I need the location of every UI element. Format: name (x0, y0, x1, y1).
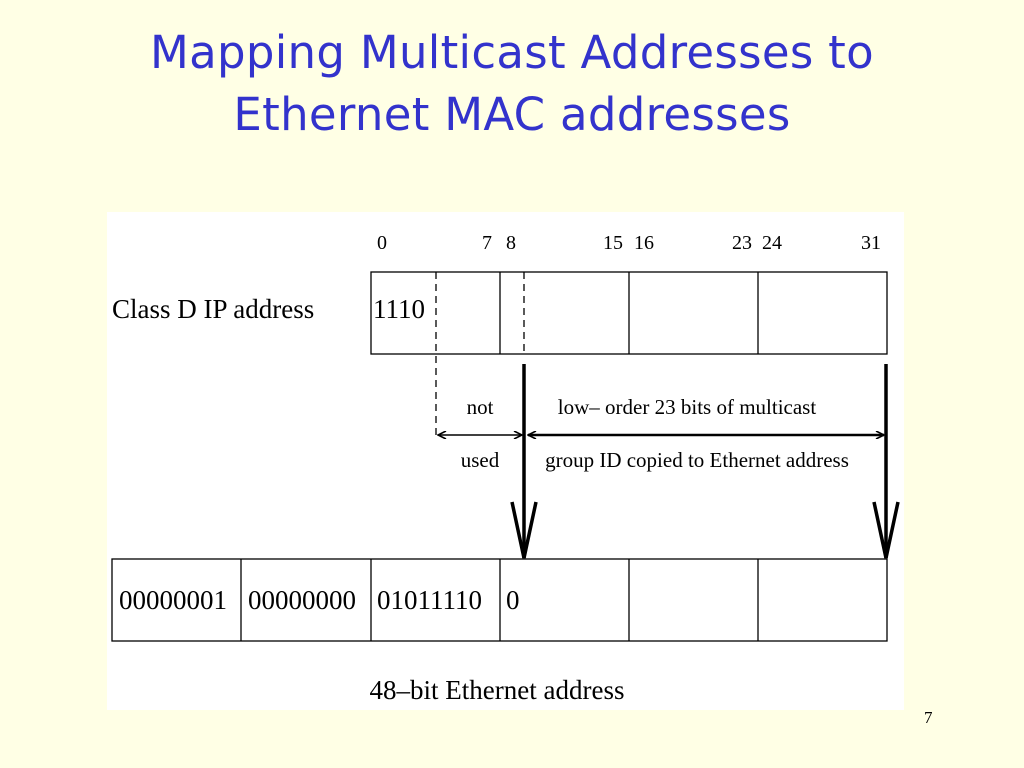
bit-position-23: 23 (732, 232, 752, 254)
diagram-canvas: 0 7 8 15 16 23 24 31 Class D IP address … (111, 232, 900, 705)
bit-position-16: 16 (634, 232, 654, 254)
slide-title: Mapping Multicast Addresses to Ethernet … (0, 22, 1024, 146)
copied-bits-label-top: low– order 23 bits of multicast (558, 395, 817, 419)
bit-position-31: 31 (861, 232, 881, 254)
copied-bits-label-bottom: group ID copied to Ethernet address (545, 448, 849, 472)
bit-position-0: 0 (377, 232, 387, 254)
mac-octet-2: 00000000 (248, 585, 356, 615)
ip-address-label: Class D IP address (112, 294, 314, 324)
page-number: 7 (924, 708, 933, 727)
address-mapping-diagram: 0 7 8 15 16 23 24 31 Class D IP address … (107, 212, 904, 710)
slide-title-line-2: Ethernet MAC addresses (233, 88, 791, 141)
mac-address-label: 48–bit Ethernet address (370, 675, 625, 705)
slide-title-line-1: Mapping Multicast Addresses to (150, 26, 874, 79)
bit-position-7: 7 (482, 232, 492, 254)
mac-octet-3: 01011110 (377, 585, 482, 615)
not-used-label-bottom: used (461, 448, 500, 472)
bit-position-15: 15 (603, 232, 623, 254)
mac-address-row (111, 558, 888, 642)
ip-address-row (370, 271, 888, 355)
mac-octet-1: 00000001 (119, 585, 227, 615)
copy-arrow-left (510, 364, 538, 559)
copy-arrow-right (872, 364, 900, 559)
ip-prefix-bits: 1110 (373, 294, 425, 324)
bit-position-24: 24 (762, 232, 782, 254)
bit-position-8: 8 (506, 232, 516, 254)
mac-octet-4-first-bit: 0 (506, 585, 520, 615)
not-used-label-top: not (467, 395, 494, 419)
